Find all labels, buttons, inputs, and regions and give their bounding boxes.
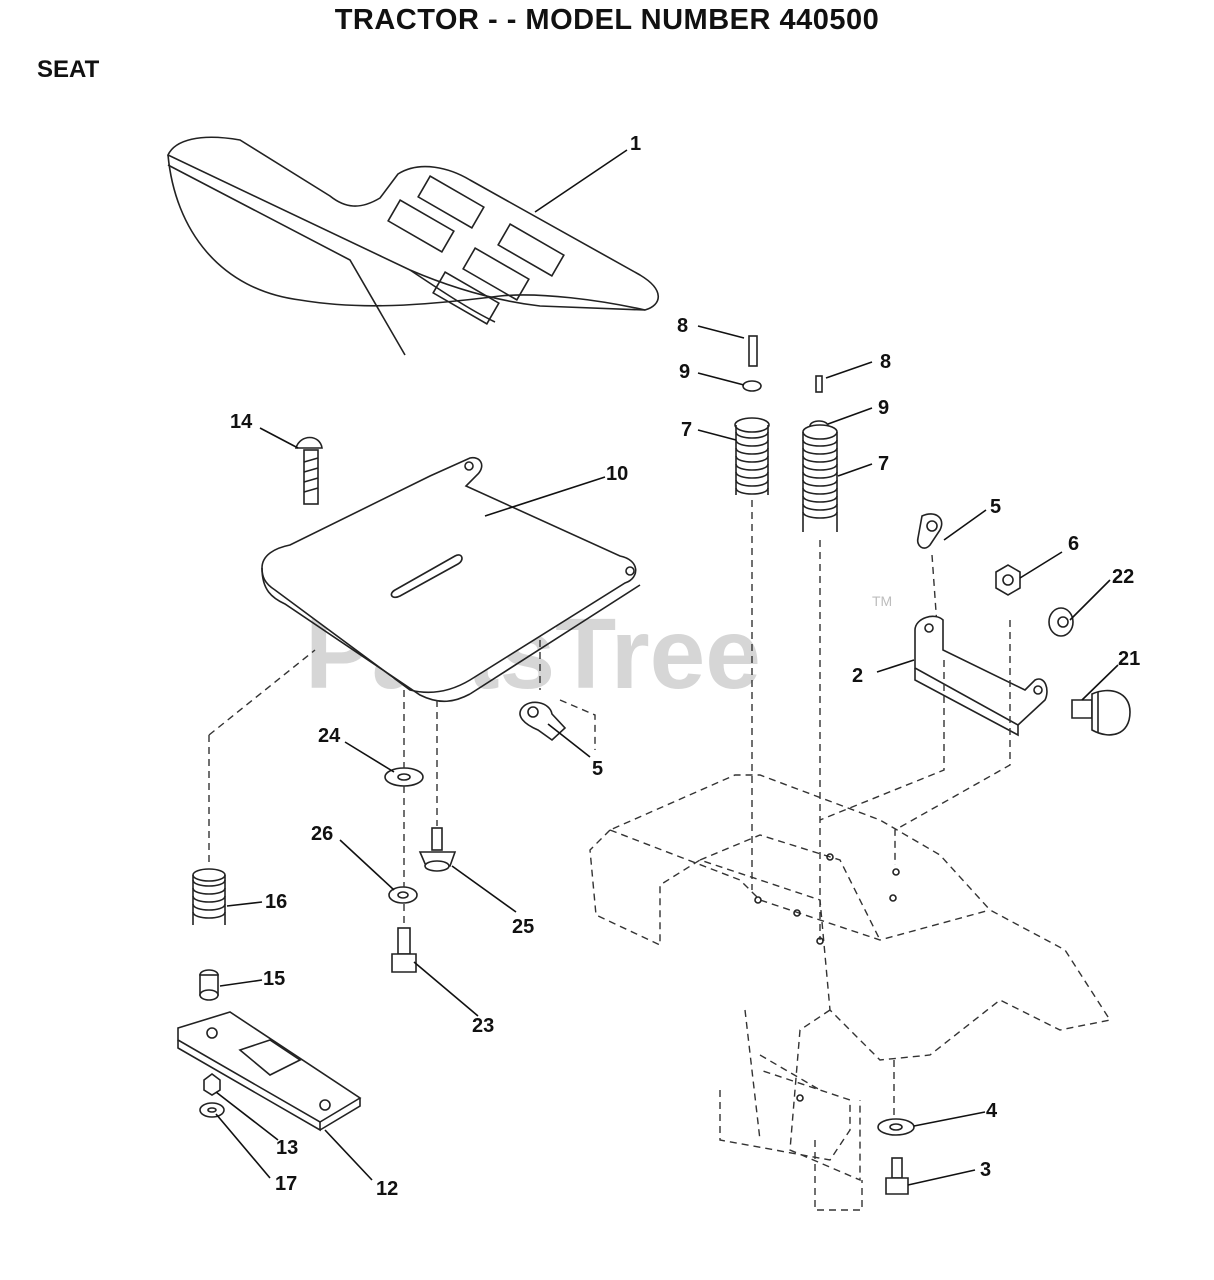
washer-17 [199, 1102, 225, 1118]
callout-26: 26 [311, 823, 333, 845]
flat-washer-24 [384, 690, 424, 787]
callout-15: 15 [263, 968, 285, 990]
slide-plate [177, 1011, 362, 1132]
carriage-bolt [294, 436, 323, 505]
callout-22: 22 [1112, 566, 1134, 588]
callout-9-right: 9 [878, 397, 889, 419]
callout-1: 1 [630, 133, 641, 155]
callout-6: 6 [1068, 533, 1079, 555]
clip-upper [916, 513, 943, 641]
callout-2: 2 [852, 665, 863, 687]
callout-8-left: 8 [677, 315, 688, 337]
lock-washer-26 [388, 786, 418, 904]
hex-nut [995, 564, 1021, 596]
hex-bolt-3 [885, 1157, 909, 1195]
spring-assembly-left [734, 335, 770, 890]
callout-7-right: 7 [878, 453, 889, 475]
callout-4: 4 [986, 1100, 998, 1122]
section-heading: SEAT [37, 56, 100, 83]
knob-nut [1048, 607, 1074, 637]
hex-bolt-23 [391, 904, 417, 973]
watermark-trademark: TM [872, 593, 892, 609]
compression-spring [192, 649, 316, 925]
leader-lines [215, 149, 1119, 1186]
callout-21: 21 [1118, 648, 1140, 670]
spring-assembly-right [802, 375, 838, 940]
callout-24: 24 [318, 725, 341, 747]
nut-13 [203, 1073, 221, 1096]
callout-10: 10 [606, 463, 628, 485]
callout-17: 17 [275, 1173, 297, 1195]
callout-13: 13 [276, 1137, 298, 1159]
flat-washer-4 [877, 1118, 915, 1136]
callout-25: 25 [512, 916, 534, 938]
callout-7-left: 7 [681, 419, 692, 441]
callout-5-upper: 5 [990, 496, 1001, 518]
callout-8-right: 8 [880, 351, 891, 373]
bushing [199, 969, 219, 1001]
callout-5-lower: 5 [592, 758, 603, 780]
shoulder-bolt [418, 700, 457, 872]
page-title: TRACTOR - - MODEL NUMBER 440500 [334, 4, 880, 36]
callout-16: 16 [265, 891, 287, 913]
clip-lower [519, 640, 596, 750]
callout-14: 14 [230, 411, 253, 433]
callout-12: 12 [376, 1178, 398, 1200]
seat-cushion [166, 136, 660, 356]
seat-pan [261, 456, 641, 703]
mounting-bracket [914, 615, 1048, 737]
tractor-frame-outline [589, 620, 1112, 1211]
callout-9-left: 9 [679, 361, 690, 383]
adjustment-knob [1071, 689, 1131, 736]
callout-23: 23 [472, 1015, 494, 1037]
callout-3: 3 [980, 1159, 991, 1181]
